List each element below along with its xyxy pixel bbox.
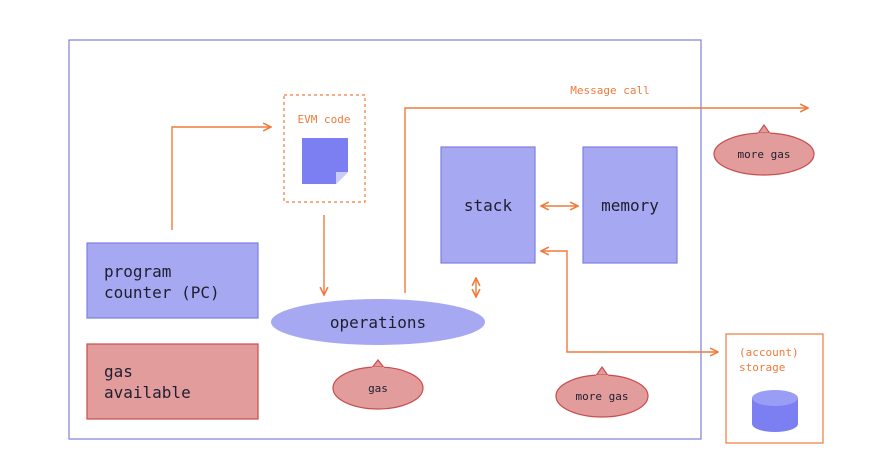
operations-node: operations xyxy=(271,299,485,345)
gas-available-block: gas available xyxy=(86,343,259,420)
operations-label: operations xyxy=(330,313,426,332)
evm-frame xyxy=(68,39,702,440)
arrow-pc-to-evm-code xyxy=(171,127,271,230)
gas-bubble-message-call-label: more gas xyxy=(738,148,791,161)
program-counter-label-line1: program xyxy=(104,262,171,281)
arrow-stack-storage xyxy=(541,251,718,352)
stack-label: stack xyxy=(464,196,513,215)
evm-code-label: EVM code xyxy=(298,113,351,126)
storage-box: (account) storage xyxy=(725,333,824,444)
memory-block: memory xyxy=(582,146,678,264)
gas-available-label-line2: available xyxy=(104,383,191,402)
gas-bubble-operations-label: gas xyxy=(368,382,388,395)
database-icon xyxy=(752,390,798,432)
gas-bubble-message-call: more gas xyxy=(713,123,815,176)
gas-bubble-stack-label: more gas xyxy=(576,390,629,403)
program-counter-block: program counter (PC) xyxy=(86,242,259,319)
message-call-label: Message call xyxy=(570,84,649,97)
storage-label-line2: storage xyxy=(739,361,785,374)
storage-label-line1: (account) xyxy=(739,346,799,359)
arrow-message-call xyxy=(404,108,808,293)
program-counter-label-line2: counter (PC) xyxy=(104,283,220,302)
memory-label: memory xyxy=(601,196,659,215)
gas-bubble-operations: gas xyxy=(332,359,424,410)
evm-code-box: EVM code xyxy=(283,94,366,203)
stack-block: stack xyxy=(440,146,536,264)
gas-bubble-stack: more gas xyxy=(555,365,649,418)
gas-available-label-line1: gas xyxy=(104,362,133,381)
code-file-icon xyxy=(302,138,348,184)
